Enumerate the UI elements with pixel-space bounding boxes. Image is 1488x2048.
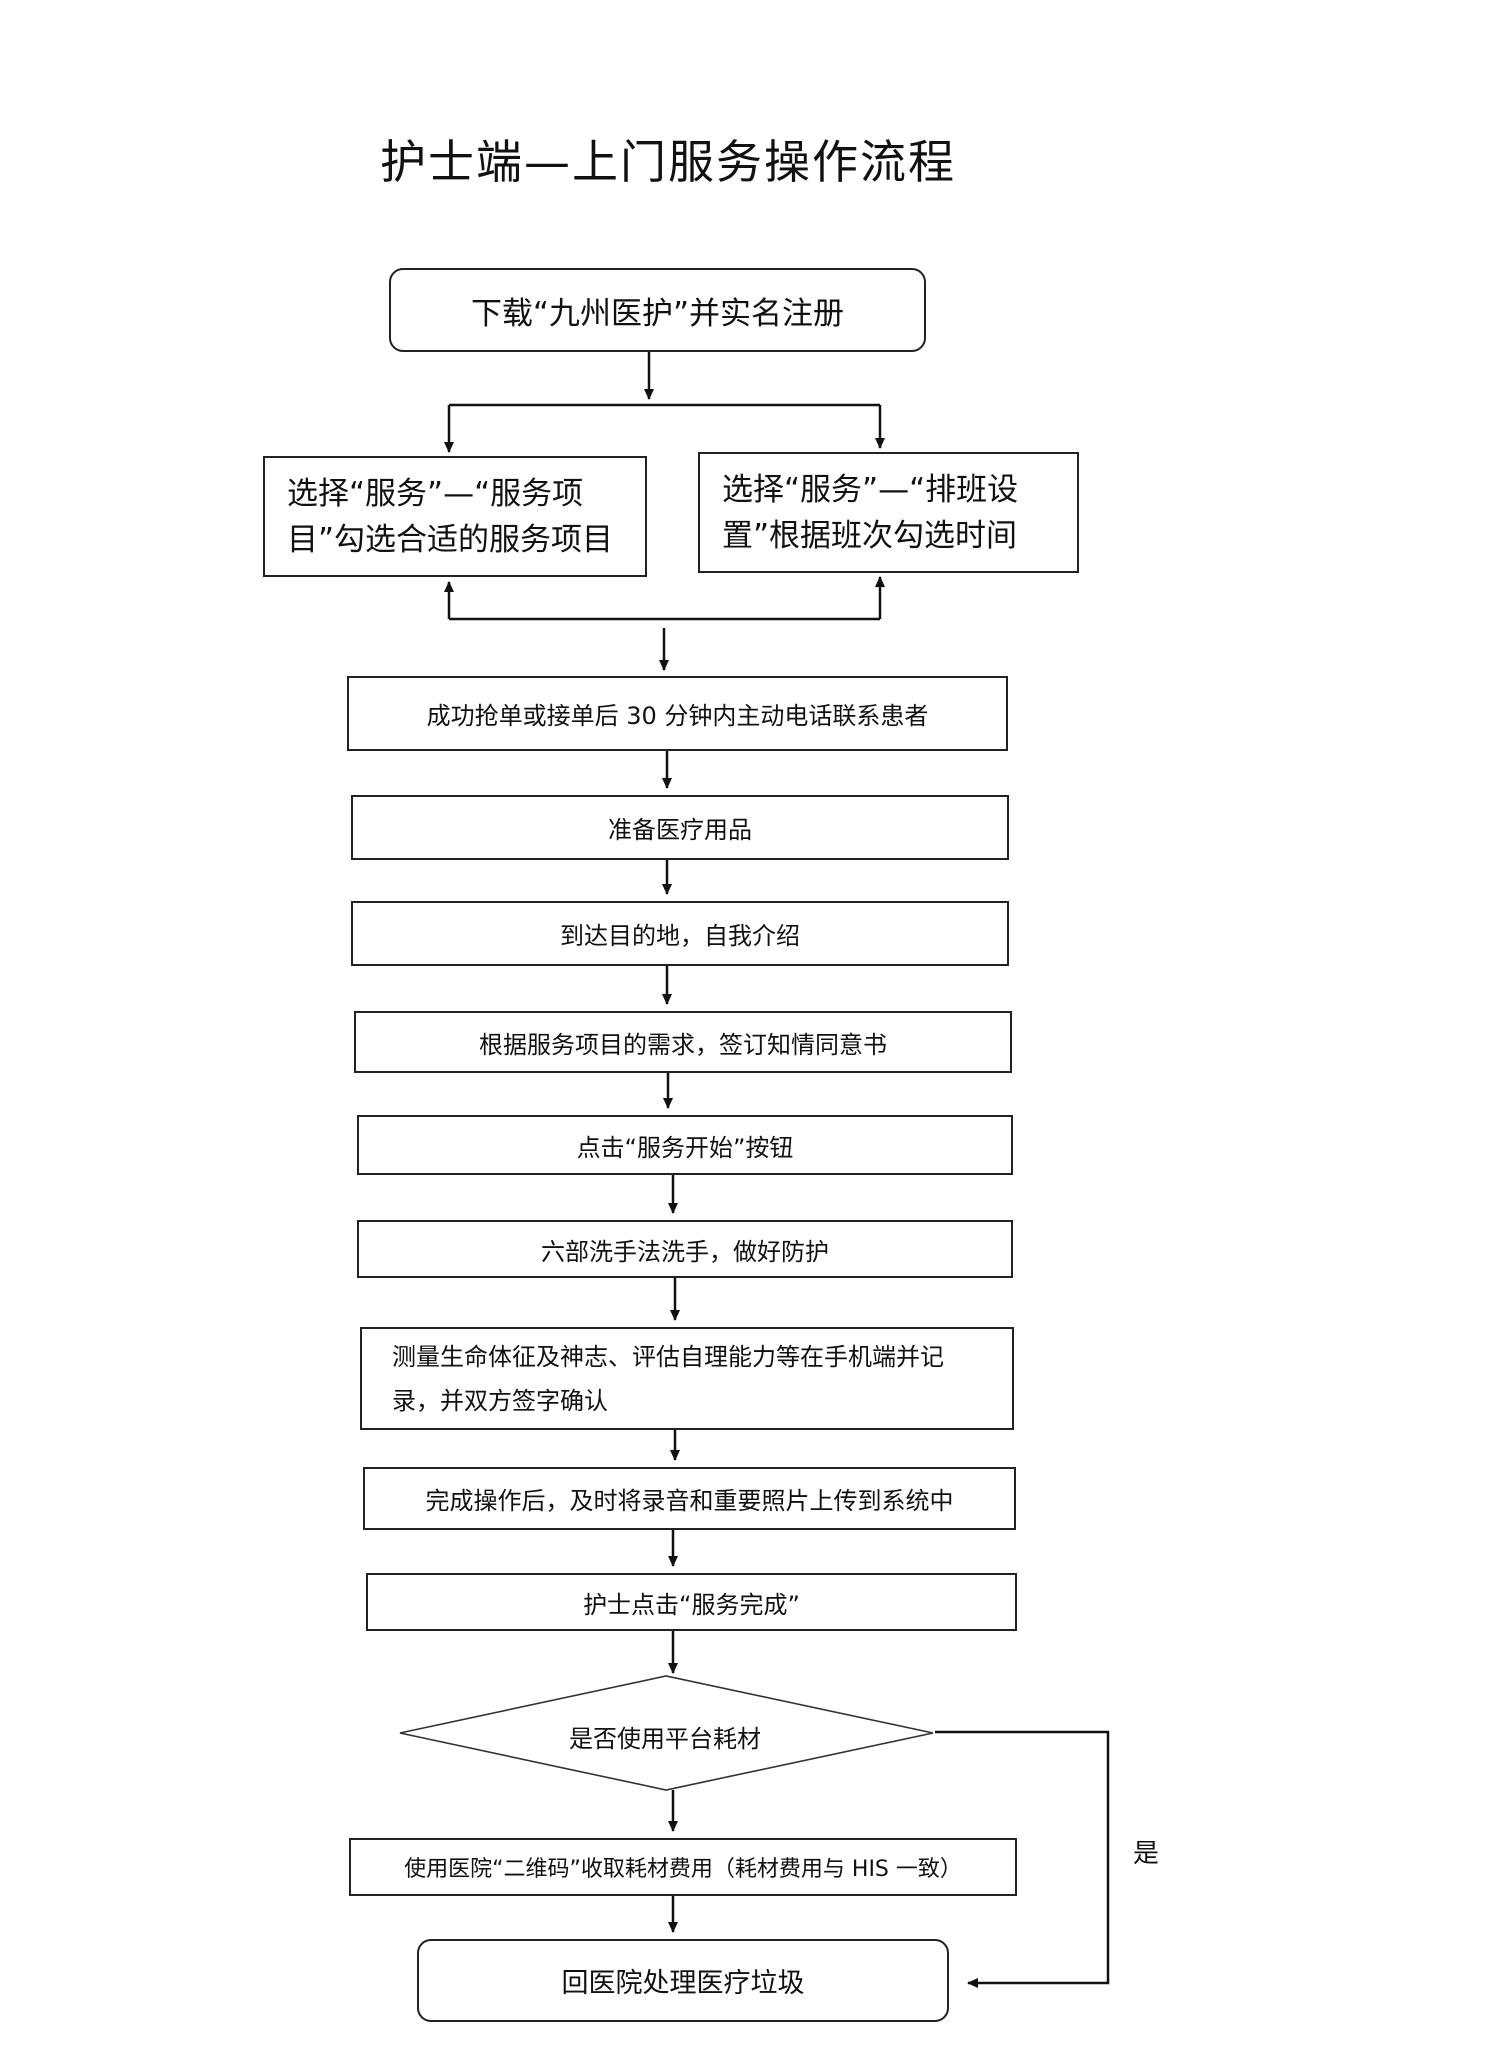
step-click-complete-label: 护士点击“服务完成” <box>583 1590 800 1619</box>
step-click-start-label: 点击“服务开始”按钮 <box>576 1133 794 1162</box>
step-contact-patient-label: 成功抢单或接单后 30 分钟内主动电话联系患者 <box>426 702 929 730</box>
step-prepare-supplies-label: 准备医疗用品 <box>608 816 752 844</box>
page-title: 护士端—上门服务操作流程 <box>380 135 956 189</box>
step-sign-consent: 根据服务项目的需求，签订知情同意书 <box>354 1011 1012 1073</box>
step-register-label: 下载“九州医护”并实名注册 <box>470 295 845 332</box>
step-collect-fee-label: 使用医院“二维码”收取耗材费用（耗材费用与 HIS 一致） <box>404 1857 962 1882</box>
step-sign-consent-label: 根据服务项目的需求，签订知情同意书 <box>479 1030 887 1059</box>
step-select-service-items: 选择“服务”—“服务项目”勾选合适的服务项目 <box>263 456 647 577</box>
step-contact-patient: 成功抢单或接单后 30 分钟内主动电话联系患者 <box>347 676 1008 751</box>
branch-yes-label: 是 <box>1133 1839 1160 1869</box>
step-upload-media: 完成操作后，及时将录音和重要照片上传到系统中 <box>363 1467 1016 1530</box>
step-wash-hands: 六部洗手法洗手，做好防护 <box>357 1220 1013 1278</box>
step-measure-vitals-label: 测量生命体征及神志、评估自理能力等在手机端并记录，并双方签字确认 <box>392 1342 944 1415</box>
step-dispose-waste-label: 回医院处理医疗垃圾 <box>561 1968 805 1999</box>
step-select-service-items-label: 选择“服务”—“服务项目”勾选合适的服务项目 <box>287 475 614 558</box>
step-arrive-introduce-label: 到达目的地，自我介绍 <box>560 922 800 950</box>
decision-label: 是否使用平台耗材 <box>569 1724 761 1753</box>
step-collect-fee: 使用医院“二维码”收取耗材费用（耗材费用与 HIS 一致） <box>349 1838 1017 1896</box>
step-select-schedule-label: 选择“服务”—“排班设置”根据班次勾选时间 <box>722 471 1019 554</box>
step-dispose-waste: 回医院处理医疗垃圾 <box>417 1939 949 2022</box>
step-prepare-supplies: 准备医疗用品 <box>351 795 1009 860</box>
step-measure-vitals: 测量生命体征及神志、评估自理能力等在手机端并记录，并双方签字确认 <box>360 1327 1014 1430</box>
step-select-schedule: 选择“服务”—“排班设置”根据班次勾选时间 <box>698 452 1079 573</box>
step-arrive-introduce: 到达目的地，自我介绍 <box>351 901 1009 966</box>
step-click-complete: 护士点击“服务完成” <box>366 1573 1017 1631</box>
step-register: 下载“九州医护”并实名注册 <box>389 268 926 352</box>
step-upload-media-label: 完成操作后，及时将录音和重要照片上传到系统中 <box>425 1487 954 1515</box>
step-wash-hands-label: 六部洗手法洗手，做好防护 <box>541 1237 829 1266</box>
step-click-start: 点击“服务开始”按钮 <box>357 1115 1013 1175</box>
